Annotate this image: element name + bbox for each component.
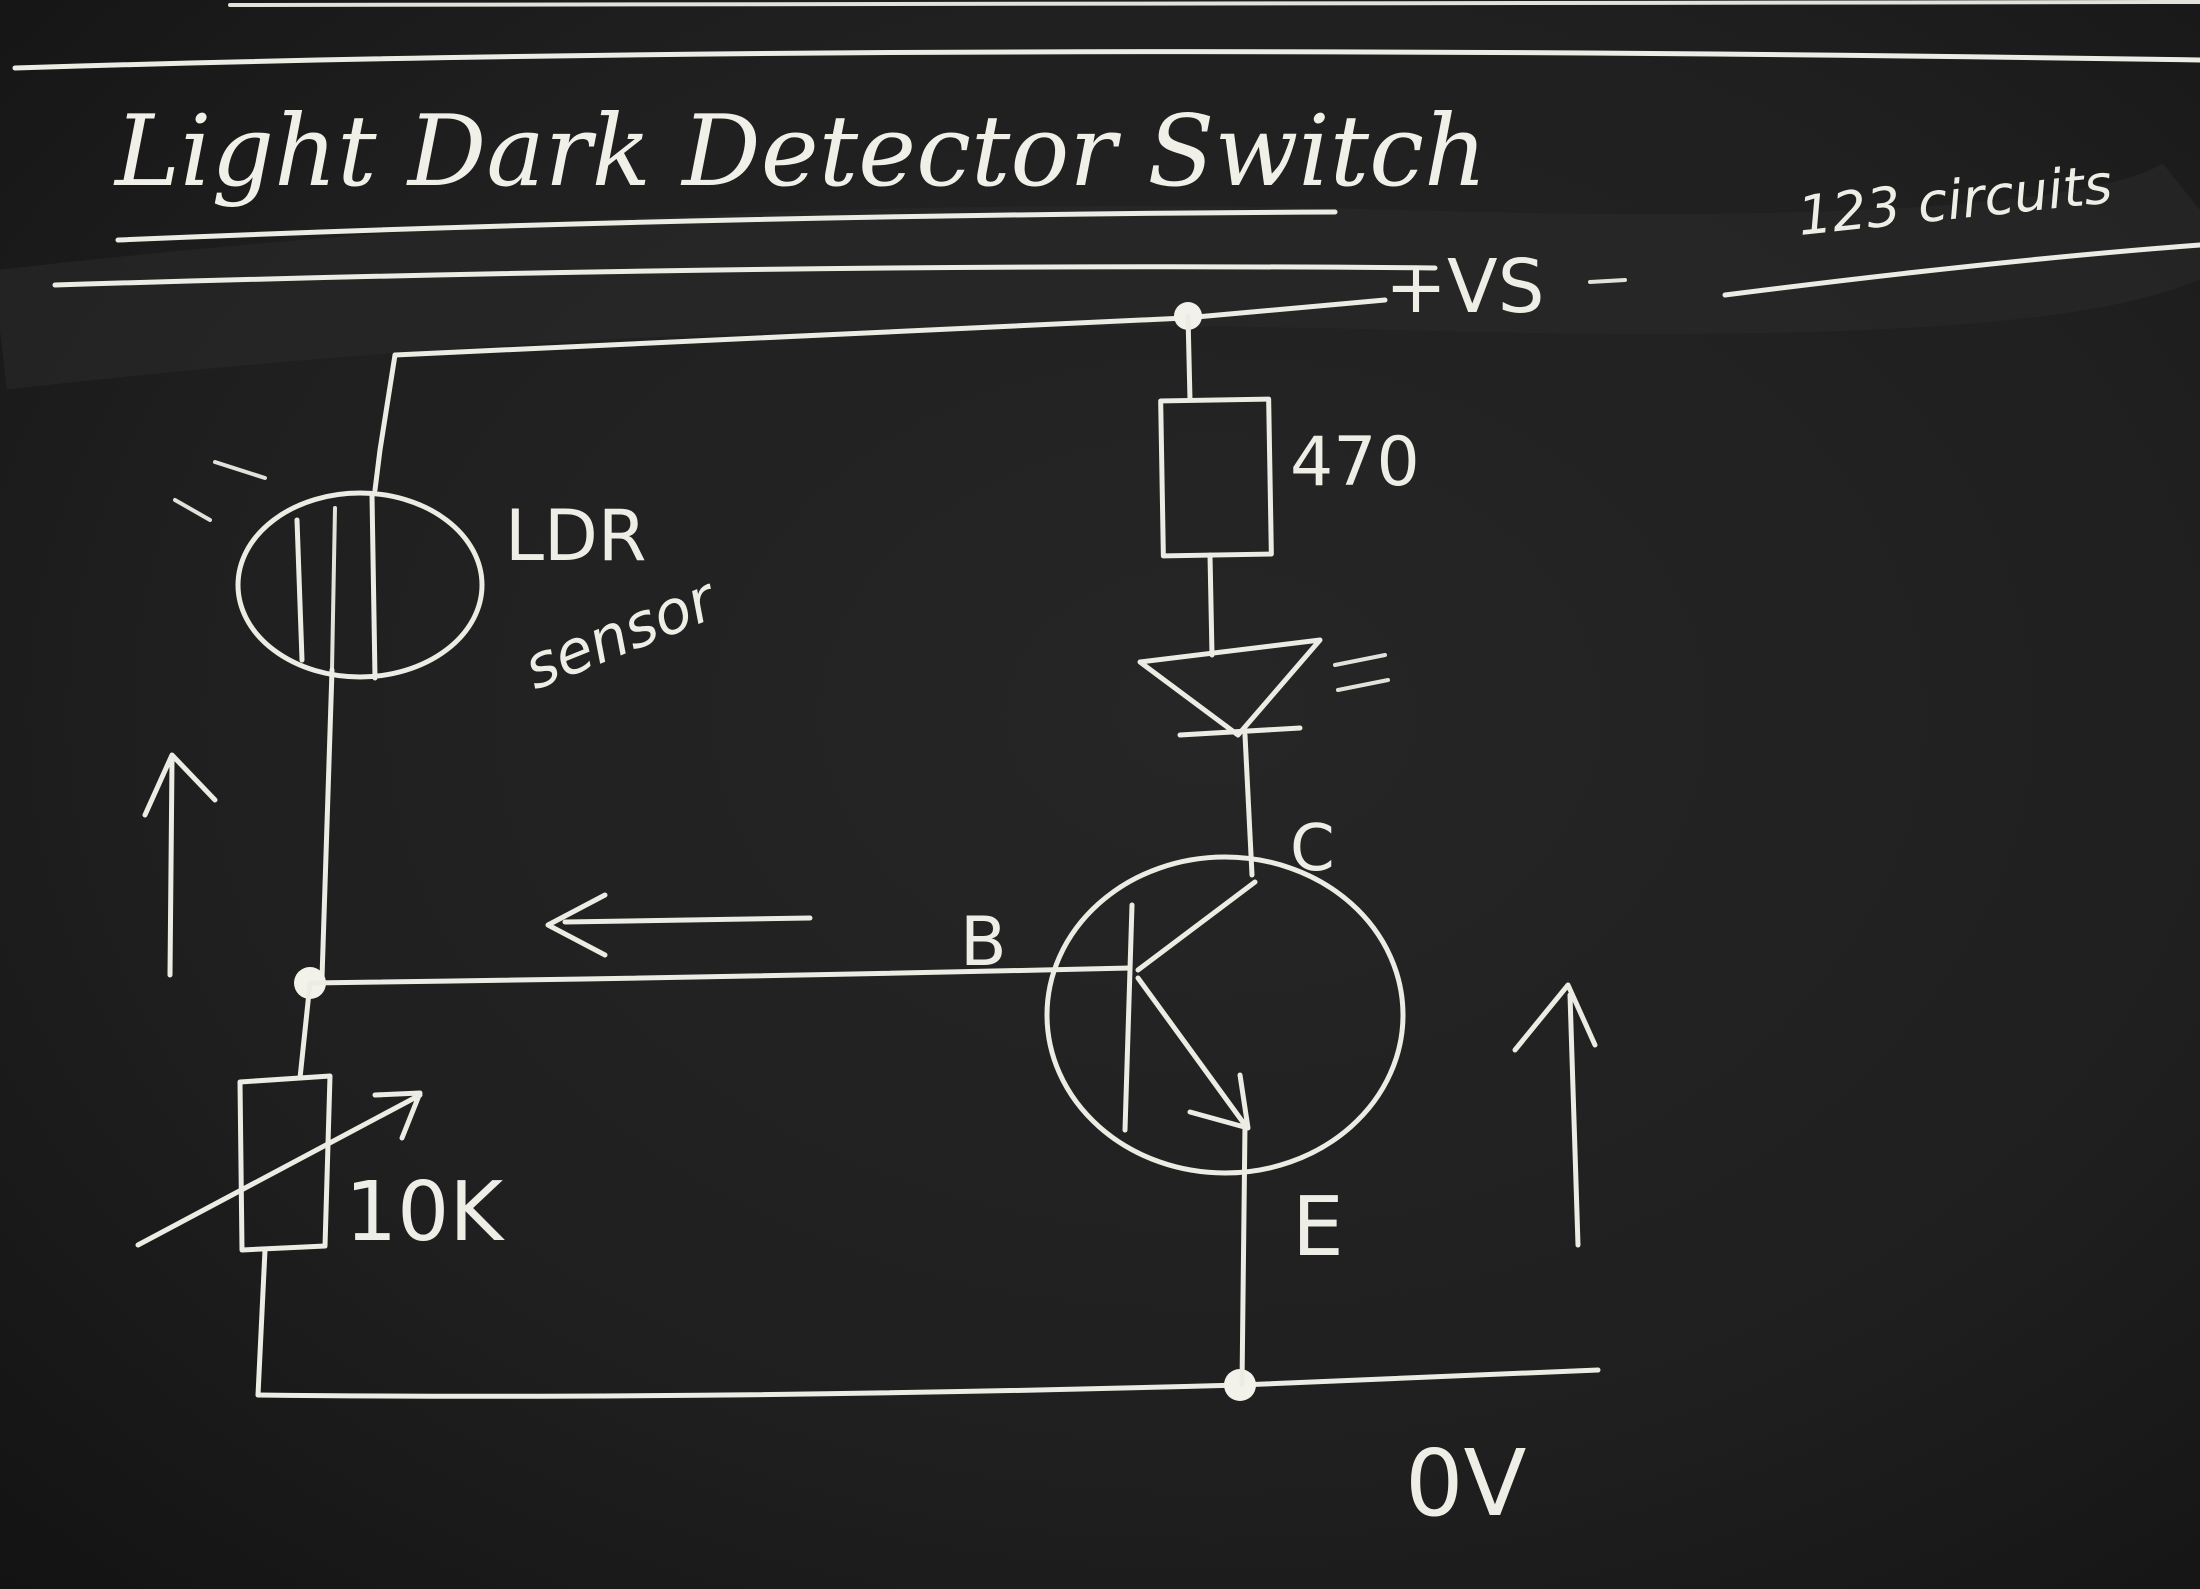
ldr-track-right bbox=[369, 492, 378, 681]
supply-ground-label: 0V bbox=[1405, 1430, 1527, 1537]
pot-top-lead bbox=[297, 980, 313, 1081]
title-bottom-rule bbox=[52, 264, 1438, 288]
led bbox=[1137, 637, 1390, 738]
ground-rail bbox=[255, 1367, 1601, 1399]
resistor-top-lead bbox=[1185, 313, 1193, 403]
ldr-bottom-lead bbox=[319, 667, 335, 981]
title-underline bbox=[115, 209, 1338, 243]
resistor-bottom-lead bbox=[1207, 552, 1215, 658]
led-emission-2 bbox=[1336, 678, 1390, 692]
emitter-to-ground-lead bbox=[1239, 1122, 1248, 1388]
arrow-up-right bbox=[1512, 982, 1598, 1248]
led-bar bbox=[1177, 725, 1303, 738]
base-wire bbox=[307, 965, 1133, 986]
emitter-lead bbox=[1135, 975, 1251, 1131]
light-ray-2 bbox=[213, 460, 267, 480]
led-to-collector-lead bbox=[1242, 732, 1255, 878]
supply-positive-label: +VS bbox=[1385, 244, 1545, 330]
circuit-diagram: +VS LDR sensor B 10K bbox=[135, 244, 1627, 1537]
transistor-body bbox=[1044, 854, 1406, 1176]
resistor-value-label: 470 bbox=[1290, 423, 1420, 502]
arrow-up-left bbox=[142, 752, 218, 978]
ldr-sensor bbox=[173, 460, 485, 681]
base-label: B bbox=[960, 903, 1007, 982]
source-note-underline bbox=[1722, 242, 2200, 298]
emitter-label: E bbox=[1292, 1180, 1344, 1275]
ldr-label: LDR bbox=[505, 495, 647, 577]
ldr-body bbox=[235, 490, 485, 680]
pot-adjust-arrow bbox=[135, 1090, 423, 1248]
transistor-base-bar bbox=[1122, 902, 1135, 1133]
pot-bottom-lead bbox=[255, 1247, 268, 1398]
light-ray-1 bbox=[173, 498, 212, 522]
npn-transistor bbox=[1044, 854, 1406, 1176]
led-emission-1 bbox=[1333, 653, 1387, 667]
diagram-title: Light Dark Detector Switch bbox=[113, 95, 1487, 209]
rail-tail bbox=[1588, 278, 1627, 284]
title-top-rule-secondary bbox=[228, 0, 2200, 7]
pot-value-label: 10K bbox=[345, 1165, 505, 1260]
resistor-470 bbox=[1158, 396, 1274, 559]
ldr-track-inner bbox=[330, 506, 337, 672]
title-top-rule bbox=[12, 49, 2200, 71]
pot-body bbox=[237, 1073, 333, 1253]
collector-label: C bbox=[1290, 812, 1335, 886]
potentiometer bbox=[135, 1073, 423, 1253]
current-arrow-left bbox=[545, 892, 813, 958]
ldr-top-lead bbox=[372, 352, 398, 493]
collector-lead bbox=[1135, 879, 1258, 973]
led-triangle bbox=[1137, 637, 1323, 738]
ldr-track-left bbox=[294, 517, 305, 663]
